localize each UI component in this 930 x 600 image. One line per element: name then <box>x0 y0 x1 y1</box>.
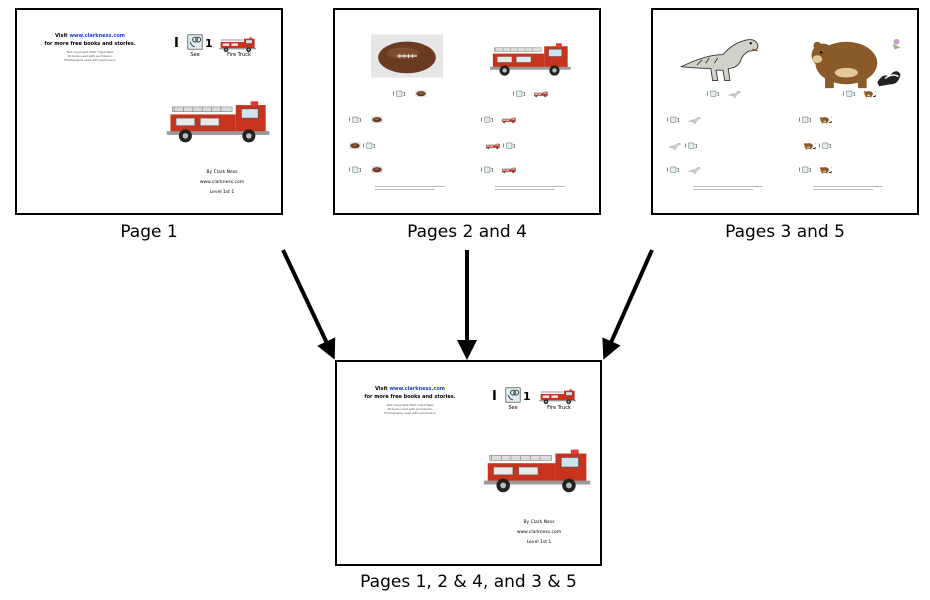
fine-print-3: Photographs used with permission <box>64 58 116 62</box>
word-fire-truck: Fire Truck <box>227 52 251 58</box>
word-see: See <box>508 405 518 411</box>
visit-line: Visit www.clarkness.com <box>35 33 145 39</box>
visit-line: Visit www.clarkness.com <box>355 386 465 392</box>
site-link: www.clarkness.com <box>69 33 126 39</box>
fire-truck-small-icon <box>537 386 579 406</box>
fine-print-1: Text Copyright 2007 Clark Ness <box>66 50 114 54</box>
footer-line <box>495 189 555 190</box>
tagline: for more free books and stories. <box>364 394 456 400</box>
arrow-from-page1 <box>281 249 336 360</box>
sentence-I: I <box>492 389 497 404</box>
footer-line <box>375 189 435 190</box>
author: By Clark Ness <box>523 520 555 525</box>
visit-prefix: Visit <box>54 33 68 39</box>
caption-pages-3-5: Pages 3 and 5 <box>725 222 845 242</box>
caption-combined: Pages 1, 2 & 4, and 3 & 5 <box>360 572 577 592</box>
footer-line <box>495 186 565 187</box>
author: By Clark Ness <box>206 170 238 175</box>
sentence-one: 1 <box>205 37 213 50</box>
fine-print-2: Pictures used with permission <box>67 54 113 58</box>
site-link: www.clarkness.com <box>389 386 446 392</box>
pages-3-5-thumbnail <box>651 8 919 215</box>
eyes-icon <box>505 387 521 403</box>
sentence-one: 1 <box>523 390 531 403</box>
level: Level 1st 1 <box>209 190 235 195</box>
footer-line <box>693 186 763 187</box>
tagline: for more free books and stories. <box>44 41 136 47</box>
sentence-I: I <box>174 36 179 51</box>
caption-pages-2-4: Pages 2 and 4 <box>407 222 527 242</box>
fine-print-3: Photographs used with permission <box>384 411 436 415</box>
word-fire-truck: Fire Truck <box>547 405 571 411</box>
arrow-from-pages-3-5 <box>602 249 654 360</box>
fine-print-2: Pictures used with permission <box>387 407 433 411</box>
fine-print-1: Text Copyright 2007 Clark Ness <box>386 403 434 407</box>
footer-line <box>375 186 445 187</box>
website: www.clarkness.com <box>199 180 245 185</box>
combined-page-thumbnail: Visit www.clarkness.com for more free bo… <box>335 360 602 566</box>
website: www.clarkness.com <box>516 530 562 535</box>
level: Level 1st 1 <box>526 540 552 545</box>
footer-line <box>693 189 753 190</box>
caption-page1: Page 1 <box>120 222 178 242</box>
fire-truck-large-icon <box>477 440 599 498</box>
page1-thumbnail: Visit www.clarkness.com for more free bo… <box>15 8 283 215</box>
pages-2-4-thumbnail <box>333 8 601 215</box>
footer-line <box>813 189 873 190</box>
footer-line <box>813 186 883 187</box>
word-see: See <box>190 52 200 58</box>
visit-prefix: Visit <box>374 386 388 392</box>
